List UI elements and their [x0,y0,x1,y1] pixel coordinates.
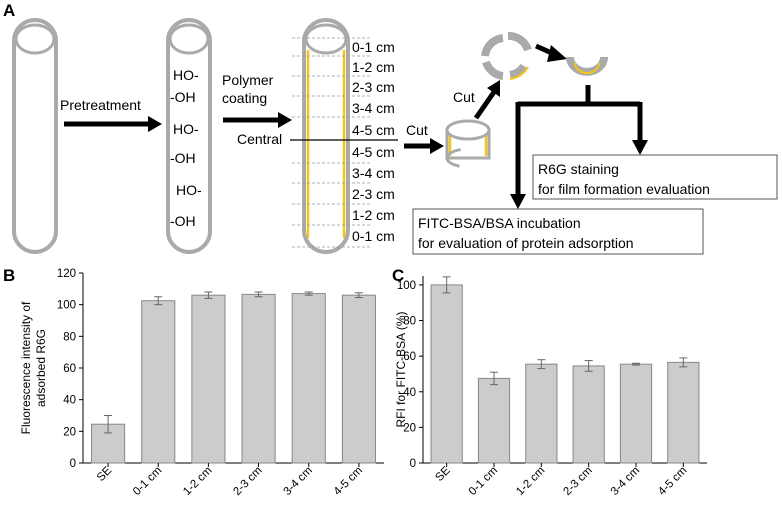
hydroxyl-2: -OH [170,89,196,105]
chart-c-xtick-label: SE [433,464,453,484]
cut-arrow-2 [473,80,500,120]
chart-b-xtick-label: 3-4 cm [282,465,315,498]
chart-c-ytick-label: 0 [410,458,416,470]
pretreatment-arrow [64,116,162,132]
chart-b-ytick-label: 20 [63,426,76,438]
fitc-box-line-2: for evaluation of protein adsorption [418,235,634,251]
chart-b-ytick-label: 40 [63,395,76,407]
branch-arrows [510,85,648,209]
chart-c-xtick-label: 0-1 cm [467,465,500,498]
cut-label-2: Cut [453,89,475,105]
chart-c-ytick-label: 100 [397,280,416,292]
chart-c-ytick-label: 60 [403,351,416,363]
segment-label-5: 4-5 cm [352,122,395,138]
chart-c-xtick-label: 2-3 cm [561,465,594,498]
segment-label-1: 0-1 cm [352,39,395,55]
chart-b-bar [291,293,326,464]
chart-c-ylabel: RFI for FITC-BSA (%) [394,311,408,427]
ring-slice [445,119,491,169]
panel-letter-a: A [3,1,15,20]
segment-label-3: 2-3 cm [352,79,395,95]
hydroxyl-4: -OH [170,150,196,166]
r6g-box-line-1: R6G staining [538,161,619,177]
chart-c-ytick-label: 20 [403,422,416,434]
chart-c-xtick-label: 3-4 cm [609,465,642,498]
segment-label-6: 4-5 cm [352,144,395,160]
hydroxyl-6: -OH [170,213,196,229]
chart-c-bar [619,363,653,464]
chart-b-ylabel: adsorbed R6G [34,329,48,407]
chart-c-xtick-label: 1-2 cm [514,465,547,498]
hydroxyl-1: HO- [173,67,199,83]
tube-pretreated [166,18,212,254]
ring-piece [566,56,608,76]
chart-b-ytick-label: 120 [57,268,76,280]
chart-b-xtick-label: 2-3 cm [231,465,264,498]
coating-label: coating [222,90,267,106]
fitc-box [412,208,704,255]
segment-label-9: 1-2 cm [352,207,395,223]
tube-coated [302,18,350,254]
chart-b-bar [341,294,376,464]
coating-arrow [223,112,292,128]
chart-b-xtick-label: SE [95,464,115,484]
central-label: Central [237,131,282,147]
pretreatment-label: Pretreatment [60,97,141,113]
chart-b-bar [141,300,176,464]
segment-label-8: 2-3 cm [352,186,395,202]
chart-b-xtick-label: 0-1 cm [131,465,164,498]
chart-c-bar [477,377,511,464]
piece-arrow [534,43,567,62]
fitc-box-line-1: FITC-BSA/BSA incubation [418,215,581,231]
hydroxyl-5: HO- [176,182,202,198]
chart-c-bar [667,361,700,464]
chart-b-bar [241,293,276,464]
chart-b-xtick-label: 4-5 cm [332,465,365,498]
panel-letter-c: C [392,266,404,285]
panel-letter-b: B [3,266,15,285]
chart-b-ytick-label: 80 [63,331,76,343]
chart-c-ytick-label: 80 [403,316,416,328]
chart-c-bar [430,284,463,464]
chart-b-bar [191,294,226,464]
chart-b-ytick-label: 100 [57,300,76,312]
r6g-box-line-2: for film formation evaluation [538,181,710,197]
chart-b-ytick-label: 60 [63,363,76,375]
cut-arrow-1 [404,138,444,154]
chart-c-ytick-label: 40 [403,387,416,399]
broken-ring [481,32,532,80]
tube-untreated [12,18,58,254]
hydroxyl-3: HO- [173,121,199,137]
segment-label-4: 3-4 cm [352,100,395,116]
chart-c-bar [572,365,605,464]
chart-c-xtick-label: 4-5 cm [656,465,689,498]
segment-label-2: 1-2 cm [352,59,395,75]
cut-label-1: Cut [406,122,428,138]
r6g-box [532,154,778,200]
chart-b-ytick-label: 0 [70,458,76,470]
segment-label-7: 3-4 cm [352,165,395,181]
polymer-label: Polymer [222,72,274,88]
chart-b-ylabel: Fluorescence intensity of [19,301,33,434]
chart-b-xtick-label: 1-2 cm [181,465,214,498]
segment-label-10: 0-1 cm [352,228,395,244]
chart-c-bar [525,363,558,464]
